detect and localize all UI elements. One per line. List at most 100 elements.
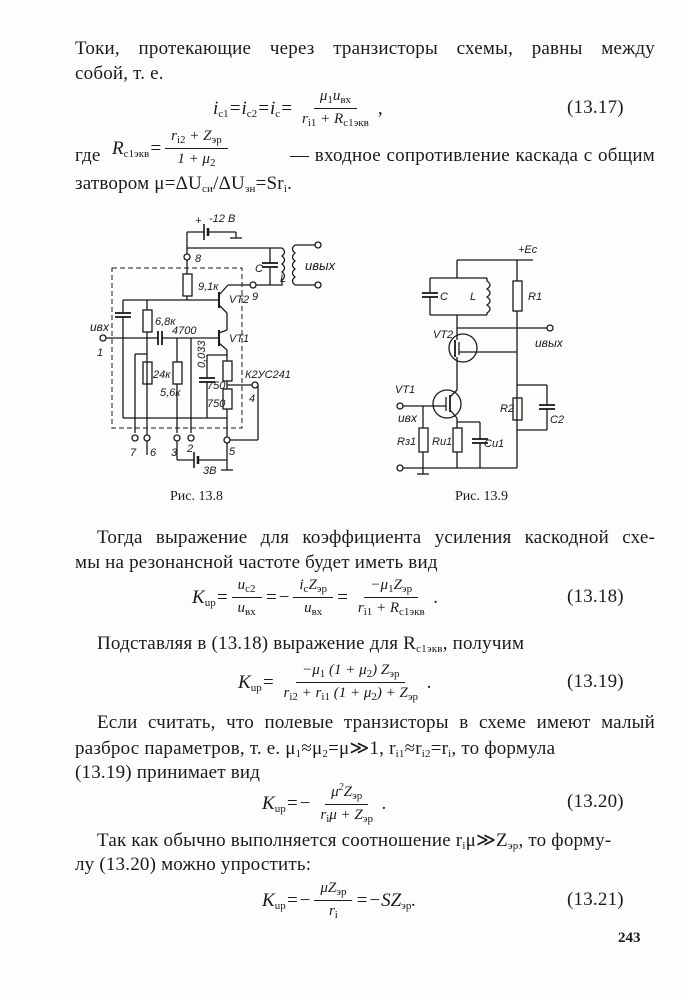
equation-number: (13.17) <box>567 97 624 118</box>
equation-number: (13.21) <box>567 889 624 910</box>
subscript: i <box>326 813 330 825</box>
subscript: зн <box>244 183 256 195</box>
subscript: вх <box>311 606 323 618</box>
vt2-label: VT2 <box>229 294 249 306</box>
subscript: i2 <box>289 691 298 703</box>
subscript: i2 <box>421 748 431 760</box>
subscript: i1 <box>395 748 405 760</box>
chip-label: К2УС241 <box>245 369 291 381</box>
text: Тогда выражение для коэффициента усилени… <box>97 527 655 548</box>
subscript: эр <box>507 840 519 852</box>
l-label: L <box>470 291 476 303</box>
subscript: i <box>462 840 466 852</box>
subscript: эр <box>401 583 413 595</box>
subscript: 1 <box>327 94 333 106</box>
r1-label: R1 <box>528 291 542 303</box>
figure-caption: Рис. 13.8 <box>170 489 223 504</box>
subscript: c1экв <box>416 643 443 655</box>
terminal-1-label: 1 <box>97 347 103 359</box>
eq-tail: . <box>381 792 387 814</box>
subscript: i <box>334 909 338 921</box>
text: Если считать, что полевые транзисторы в … <box>97 712 655 733</box>
paragraph-line: Так как обычно выполняется соотношение r… <box>97 830 612 852</box>
r-6-8k-label: 6,8к <box>155 316 176 328</box>
terminal-4-label: 4 <box>249 393 255 405</box>
fraction: −μ1 (1 + μ2) Zэр ri2 + ri1 (1 + μ2) + Zэр <box>278 662 425 703</box>
r-750-label: 750 <box>207 398 226 410</box>
numerator: −μ1Zэр <box>364 577 419 598</box>
superscript: 2 <box>338 782 344 793</box>
c-label: C <box>440 291 448 303</box>
uin-label: uвх <box>90 320 110 334</box>
denominator: ri1 + Rc1экв <box>357 600 425 618</box>
subscript: 2 <box>322 748 329 760</box>
terminal-5-label: 5 <box>229 446 236 458</box>
eq-operator: =− <box>264 586 291 608</box>
paragraph-line: — входное сопротивление каскада с общим <box>290 145 655 166</box>
eq-operator: = <box>336 586 349 608</box>
subscript: вх <box>245 606 256 618</box>
subscript: c1 <box>218 107 229 120</box>
subscript: i <box>283 183 288 195</box>
paragraph-line: Подставляя в (13.18) выражение для Rc1эк… <box>97 633 525 655</box>
uout-label: uвых <box>535 336 564 350</box>
denominator: ri2 + ri1 (1 + μ2) + Zэр <box>283 685 419 703</box>
ci1-label: Cи1 <box>484 438 504 450</box>
paragraph-line: затвором μ=ΔUси/ΔUзн=Sri. <box>75 173 293 195</box>
equation-number: (13.18) <box>567 586 624 607</box>
r-750-label: 750 <box>207 380 226 392</box>
c2-label: C2 <box>550 414 564 426</box>
subscript: c <box>275 107 281 120</box>
fraction: μZэр ri <box>314 880 353 921</box>
text: Токи, протекающие через транзисторы схем… <box>75 38 655 59</box>
paragraph-line: разброс параметров, т. е. μ1≈μ2=μ≫1, ri1… <box>75 738 556 760</box>
r31-label: Rз1 <box>397 436 416 448</box>
numerator: ri2 + Zэр <box>165 128 228 149</box>
terminal-7-label: 7 <box>130 447 137 459</box>
numerator: μZэр <box>314 880 353 901</box>
terminal-2-label: 2 <box>186 443 193 455</box>
subscript: си <box>201 183 214 195</box>
subscript: 2 <box>371 691 377 703</box>
numerator: −μ1 (1 + μ2) Zэр <box>296 662 406 683</box>
l-label: L <box>280 273 286 285</box>
subscript: uр <box>204 596 216 609</box>
eq-tail: . <box>433 586 439 608</box>
equation-number: (13.20) <box>567 791 624 812</box>
subscript: вх <box>340 94 352 106</box>
subscript: i1 <box>363 606 373 618</box>
subscript: 1 <box>319 668 326 680</box>
ri1-label: Rи1 <box>432 436 452 448</box>
ec-label: +Eс <box>518 244 538 256</box>
paragraph-line: мы на резонансной частоте будет иметь ви… <box>75 552 438 573</box>
fraction: −μ1Zэр ri1 + Rc1экв <box>352 577 431 618</box>
subscript: эр <box>407 691 419 703</box>
paragraph-line: собой, т. е. <box>75 63 164 84</box>
subscript: эр <box>401 899 412 912</box>
denominator: uвх <box>304 600 323 618</box>
subscript: эр <box>336 886 347 898</box>
c-0-033-label: 0,033 <box>196 340 208 368</box>
subscript: эр <box>389 668 400 680</box>
r-5-6k-label: 5,6к <box>160 387 181 399</box>
equation-number: (13.19) <box>567 671 624 692</box>
subscript: i2 <box>176 134 186 146</box>
figure-13-9-circuit: +Eс C L R1 uвых VT2 VT1 uвх Rз1 Rи1 Cи1 … <box>395 244 564 475</box>
c-label: C <box>255 263 263 275</box>
denominator: ri <box>328 903 338 921</box>
terminal-3-label: 3 <box>171 447 178 459</box>
subscript: эр <box>362 813 373 825</box>
numerator: uc2 <box>231 577 262 598</box>
terminal-6-label: 6 <box>150 447 157 459</box>
r-24k-label: 24к <box>152 369 171 381</box>
denominator: ri1 + Rc1экв <box>302 111 369 129</box>
subscript: uр <box>274 899 286 912</box>
eq-tail: =−SZэр. <box>355 889 417 912</box>
paragraph-line: Если считать, что полевые транзисторы в … <box>75 712 655 734</box>
subscript: i1 <box>321 691 330 703</box>
